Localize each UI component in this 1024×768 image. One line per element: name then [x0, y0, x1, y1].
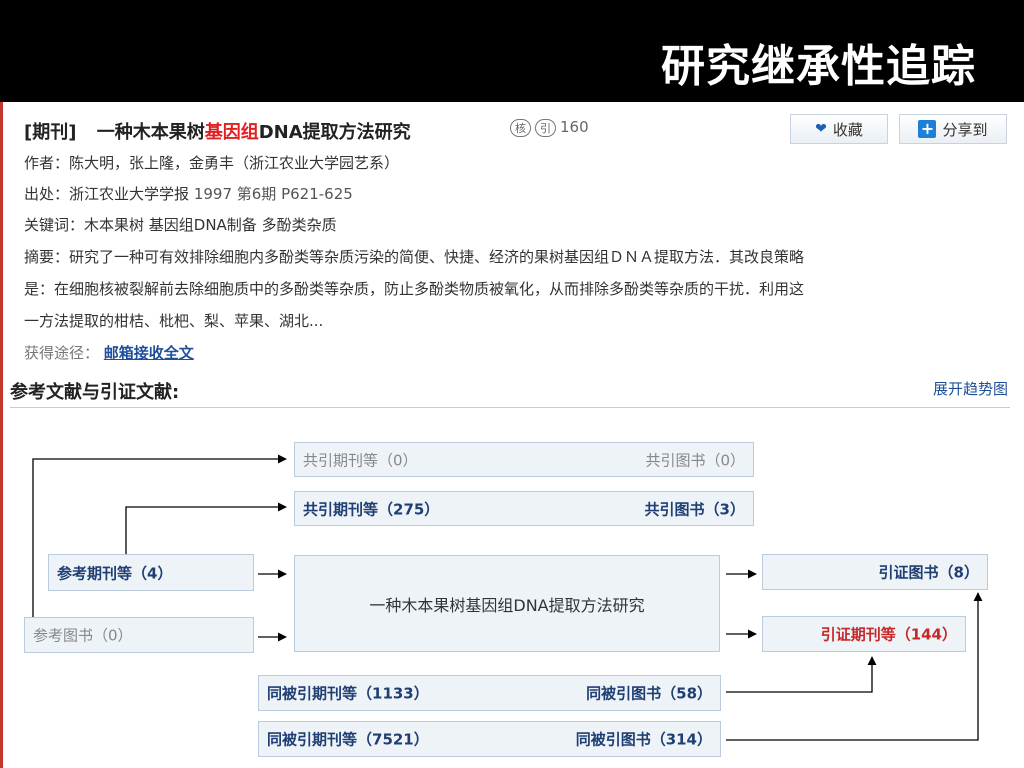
- source-journal[interactable]: 浙江农业大学学报: [69, 185, 190, 203]
- collect-label: 收藏: [832, 120, 863, 139]
- access-label: 获得途径：: [24, 344, 100, 362]
- plus-icon: +: [918, 120, 937, 138]
- slide-title-bar: [0, 0, 1024, 102]
- share-button[interactable]: + 分享到: [899, 114, 1007, 144]
- abstract-line-1: 摘要：研究了一种可有效排除细胞内多酚类等杂质污染的简便、快捷、经济的果树基因组Ｄ…: [24, 248, 805, 266]
- keywords-line: 关键词：木本果树 基因组DNA制备 多酚类杂质: [24, 216, 337, 234]
- email-fulltext-link[interactable]: 邮箱接收全文: [103, 344, 194, 362]
- citing-journals-box[interactable]: 引证期刊等（144）: [762, 616, 966, 652]
- left-accent-stripe: [0, 102, 3, 768]
- same-cited-box-2[interactable]: 同被引期刊等（7521） 同被引图书（314）: [258, 721, 721, 757]
- source-label: 出处：: [24, 185, 70, 203]
- collect-button[interactable]: ❤ 收藏: [790, 114, 888, 144]
- co-cited-books[interactable]: 共引图书（3）: [644, 500, 745, 518]
- section-divider: [10, 407, 1010, 408]
- co-cited-journals[interactable]: 共引期刊等（275）: [303, 500, 440, 518]
- co-cited-books-top[interactable]: 共引图书（0）: [645, 451, 745, 469]
- center-article-box: 一种木本果树基因组DNA提取方法研究: [294, 555, 720, 652]
- heart-icon: ❤: [815, 121, 827, 137]
- slide-title: 研究继承性追踪: [661, 41, 976, 92]
- expand-trend-link[interactable]: 展开趋势图: [932, 380, 1008, 398]
- citation-count: 160: [560, 118, 589, 136]
- authors-line: 作者：陈大明，张上隆，金勇丰（浙江农业大学园艺系）: [24, 154, 400, 172]
- share-label: 分享到: [942, 120, 988, 139]
- co-cited-journals-top-box[interactable]: 共引期刊等（0） 共引图书（0）: [294, 442, 754, 477]
- abstract-line-3: 一方法提取的柑桔、枇杷、梨、苹果、湖北...: [24, 312, 324, 330]
- source-detail: 1997 第6期 P621-625: [193, 185, 353, 203]
- center-article-title: 一种木本果树基因组DNA提取方法研究: [369, 595, 645, 615]
- article-title: [期刊] 一种木本果树基因组DNA提取方法研究: [24, 118, 411, 144]
- same-cited-books-2[interactable]: 同被引图书（314）: [575, 730, 712, 749]
- refs-section-title: 参考文献与引证文献:: [10, 382, 180, 403]
- article-title-post[interactable]: DNA提取方法研究: [258, 122, 411, 143]
- article-tag: [期刊]: [24, 122, 77, 143]
- citing-books[interactable]: 引证图书（8）: [878, 563, 979, 582]
- article-title-highlight[interactable]: 基因组: [204, 122, 259, 143]
- citing-books-box[interactable]: 引证图书（8）: [762, 554, 988, 590]
- abstract-line-2: 是：在细胞核被裂解前去除细胞质中的多酚类等杂质，防止多酚类物质被氧化，从而排除多…: [24, 280, 805, 298]
- access-line: 获得途径： 邮箱接收全文: [24, 342, 194, 363]
- citing-journals[interactable]: 引证期刊等（144）: [820, 625, 957, 644]
- same-cited-journals-2[interactable]: 同被引期刊等（7521）: [267, 730, 429, 749]
- source-line: 出处：浙江农业大学学报 1997 第6期 P621-625: [24, 183, 353, 204]
- co-cited-journals-box[interactable]: 共引期刊等（275） 共引图书（3）: [294, 491, 754, 526]
- ref-journals[interactable]: 参考期刊等（4）: [57, 564, 173, 582]
- citation-badge: 引: [535, 119, 556, 137]
- same-cited-box-1[interactable]: 同被引期刊等（1133） 同被引图书（58）: [258, 675, 721, 711]
- same-cited-books-1[interactable]: 同被引图书（58）: [586, 684, 712, 703]
- same-cited-journals-1[interactable]: 同被引期刊等（1133）: [267, 684, 429, 703]
- ref-journals-box[interactable]: 参考期刊等（4）: [48, 554, 254, 591]
- co-cited-journals-top[interactable]: 共引期刊等（0）: [303, 451, 418, 469]
- core-journal-badge: 核: [510, 119, 531, 137]
- ref-books[interactable]: 参考图书（0）: [33, 626, 133, 645]
- ref-books-box[interactable]: 参考图书（0）: [24, 617, 254, 653]
- article-title-pre[interactable]: 一种木本果树: [96, 122, 205, 143]
